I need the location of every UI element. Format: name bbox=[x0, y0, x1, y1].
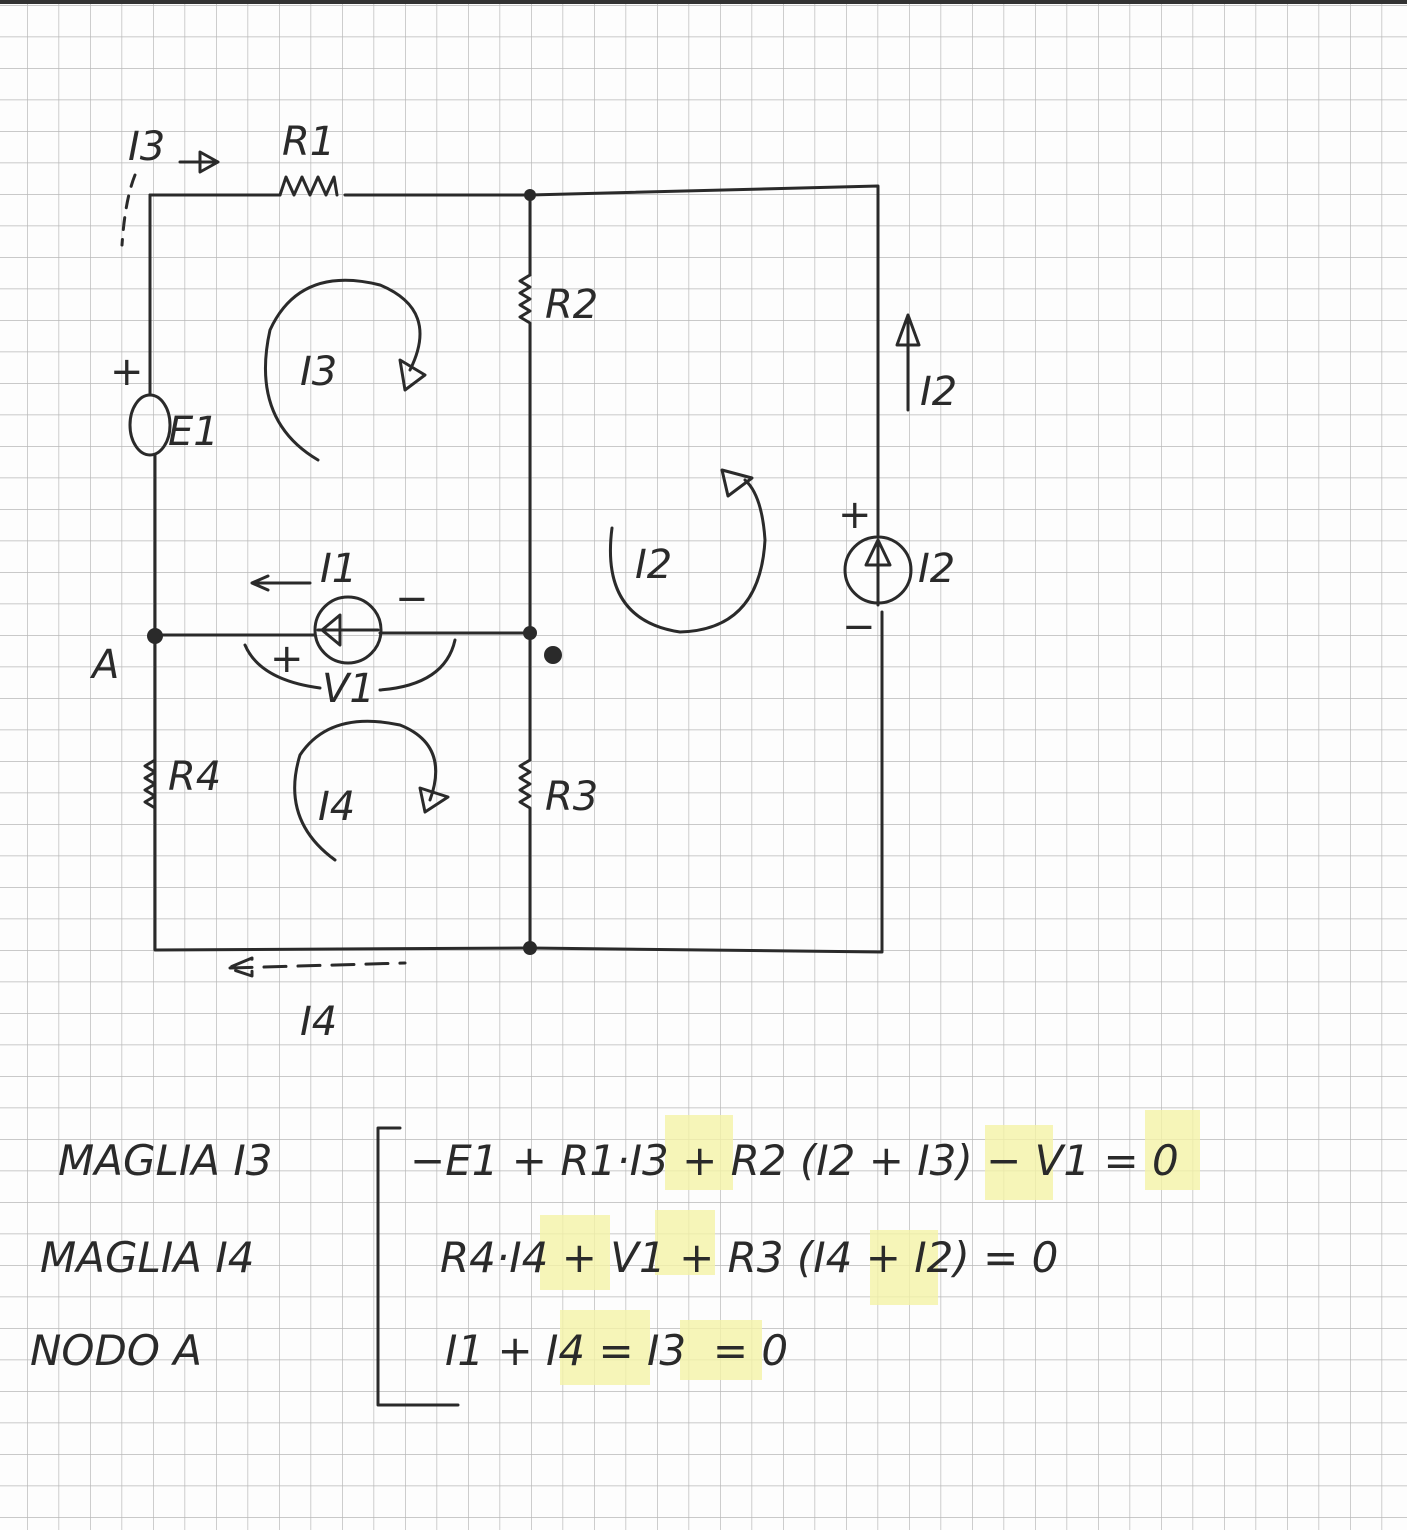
arrow-right-icon bbox=[178, 150, 220, 174]
voltage-source-e1 bbox=[128, 393, 172, 457]
label-mesh-i4: I4 bbox=[318, 784, 355, 830]
arrow-up-icon bbox=[895, 313, 921, 412]
wires bbox=[148, 184, 884, 954]
nodes bbox=[147, 189, 562, 955]
current-source-i1 bbox=[313, 595, 383, 665]
label-r2: R2 bbox=[545, 282, 598, 328]
equation-node-a: I1 + I4 = I3 = 0 bbox=[445, 1326, 788, 1375]
label-r3: R3 bbox=[545, 774, 598, 820]
arrow-left-icon bbox=[316, 613, 380, 647]
label-e1: E1 bbox=[168, 409, 219, 455]
mesh-loop-i2 bbox=[608, 468, 767, 634]
label-node-a: A bbox=[89, 642, 119, 688]
resistor-r4 bbox=[143, 758, 157, 817]
label-current-bottom: I4 bbox=[300, 999, 337, 1045]
resistor-r2 bbox=[518, 273, 532, 332]
equation-label-mesh-i4: MAGLIA I4 bbox=[40, 1233, 255, 1282]
equation-label-node-a: NODO A bbox=[30, 1326, 202, 1375]
v1-plus-sign: + bbox=[270, 636, 304, 682]
label-current-right: I2 bbox=[920, 369, 957, 415]
mesh-loop-i3 bbox=[263, 278, 427, 462]
mesh-loop-i4 bbox=[293, 719, 450, 862]
equation-mesh-i4: R4·I4 + V1 + R3 (I4 + I2) = 0 bbox=[440, 1233, 1058, 1282]
label-r4: R4 bbox=[168, 754, 221, 800]
equation-bracket bbox=[376, 1126, 460, 1407]
equation-label-mesh-i3: MAGLIA I3 bbox=[58, 1136, 273, 1185]
i2-minus-sign: − bbox=[842, 604, 876, 650]
resistor-r1 bbox=[278, 175, 339, 197]
e1-plus-sign: + bbox=[110, 349, 144, 395]
label-i1: I1 bbox=[320, 546, 357, 592]
equation-mesh-i3: −E1 + R1·I3 + R2 (I2 + I3) − V1 = 0 bbox=[410, 1136, 1179, 1185]
v1-voltage-arc bbox=[243, 638, 457, 692]
i2-plus-sign: + bbox=[838, 492, 872, 538]
resistor-r3 bbox=[518, 758, 532, 817]
arrow-left-icon bbox=[250, 574, 312, 592]
label-mesh-i2: I2 bbox=[635, 542, 672, 588]
label-current-top: I3 bbox=[128, 124, 165, 170]
label-mesh-i3: I3 bbox=[300, 349, 337, 395]
dashed-current-arrow-left bbox=[226, 956, 407, 978]
arrow-up-icon bbox=[864, 538, 892, 607]
label-i2-source: I2 bbox=[918, 546, 955, 592]
i1-minus-sign: − bbox=[395, 576, 429, 622]
label-v1: V1 bbox=[322, 666, 375, 712]
highlights bbox=[540, 1110, 1200, 1385]
label-r1: R1 bbox=[282, 119, 335, 165]
dashed-current-path bbox=[120, 173, 137, 247]
